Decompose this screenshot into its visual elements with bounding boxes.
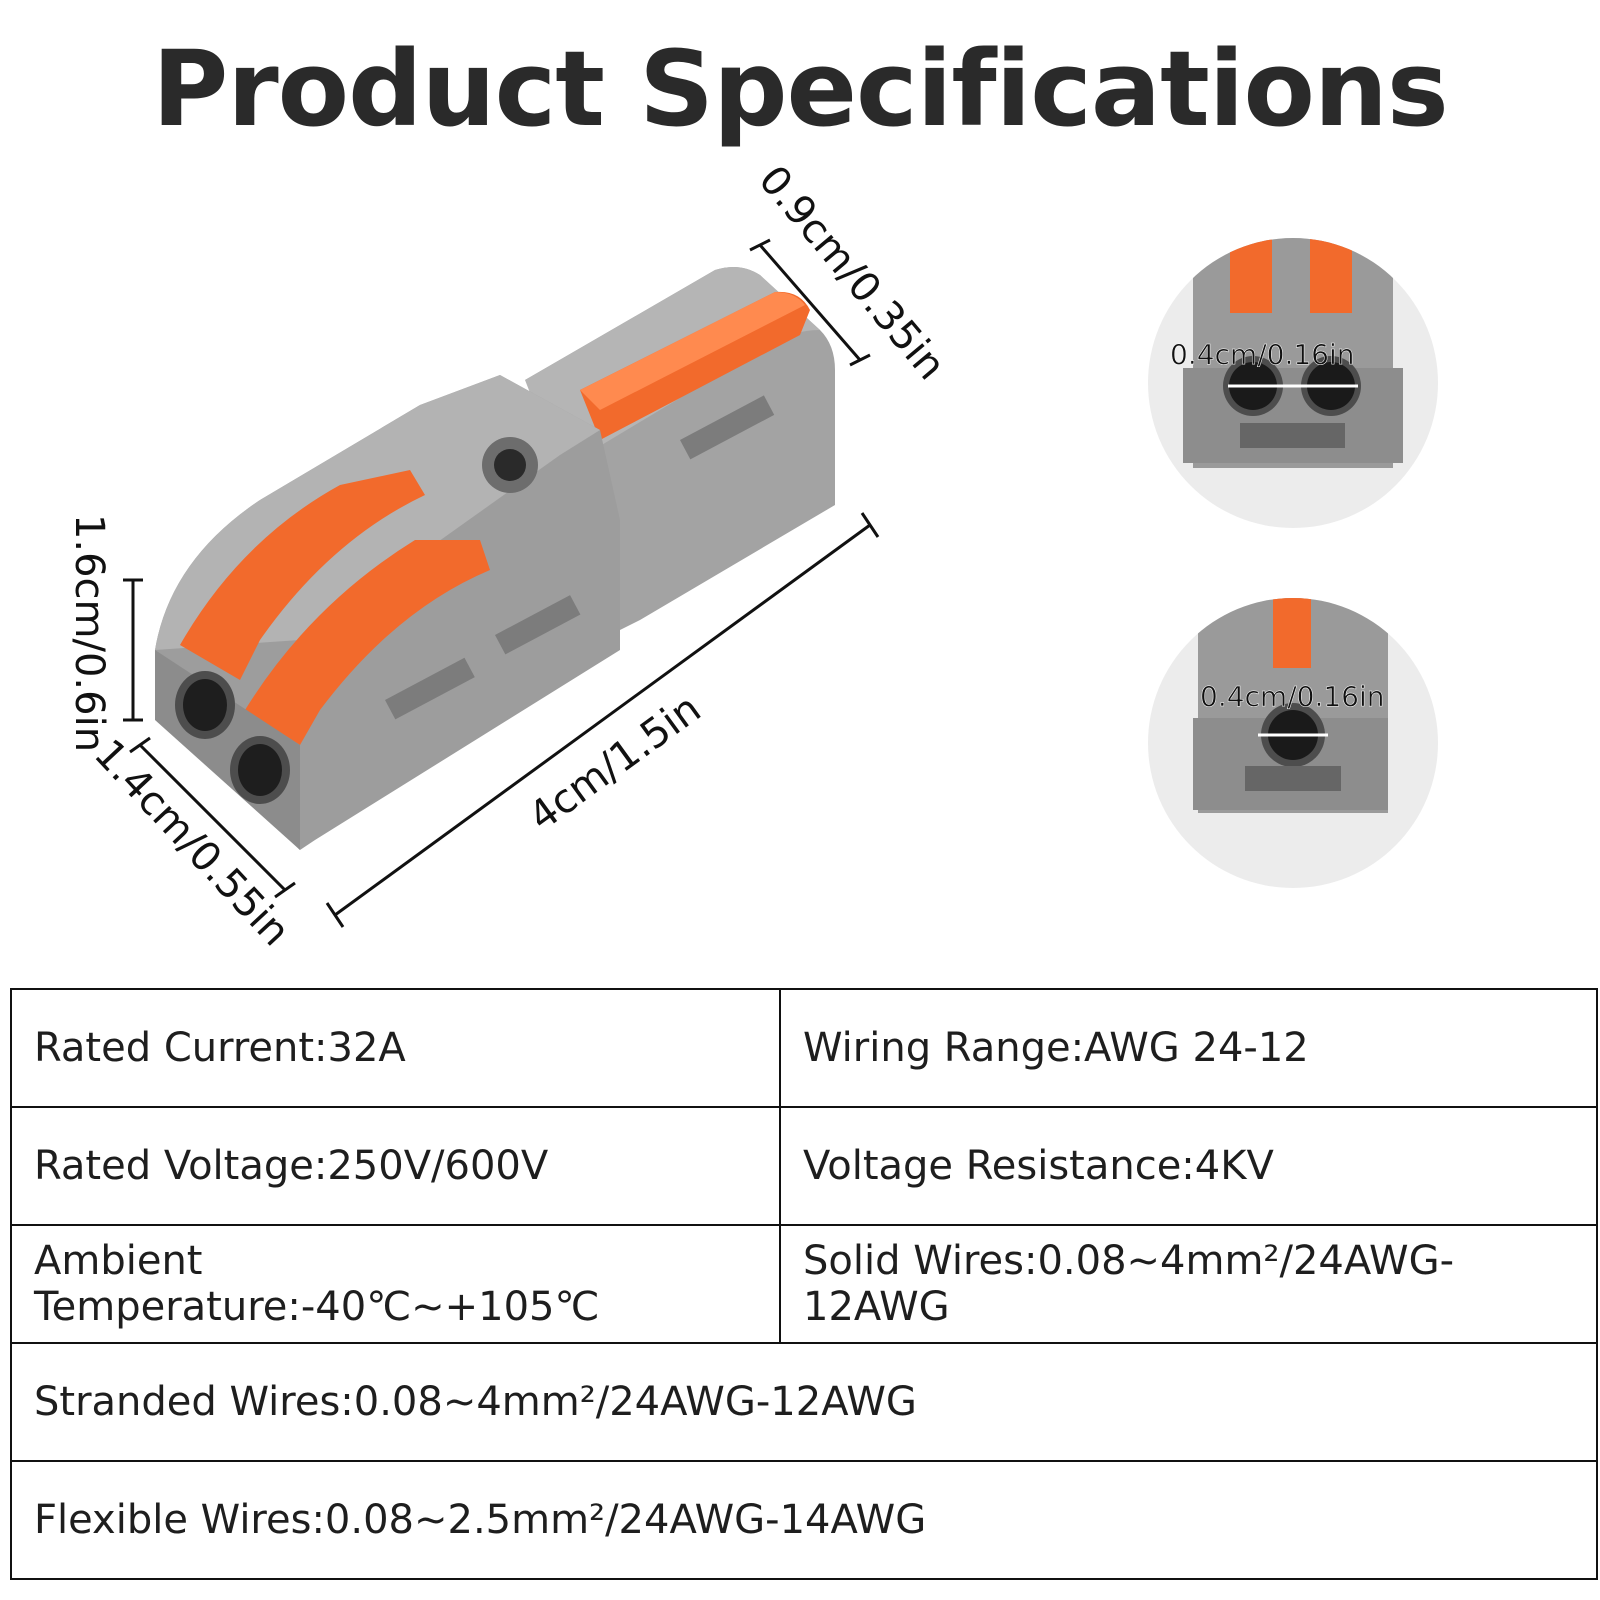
spec-ambient-temperature: Ambient Temperature:-40℃~+105℃ bbox=[10, 1224, 781, 1344]
table-row: Rated Current:32A Wiring Range:AWG 24-12 bbox=[10, 988, 1598, 1108]
table-row: Stranded Wires:0.08~4mm²/24AWG-12AWG bbox=[10, 1342, 1598, 1462]
page-title: Product Specifications bbox=[152, 28, 1449, 150]
table-row: Flexible Wires:0.08~2.5mm²/24AWG-14AWG bbox=[10, 1460, 1598, 1580]
spec-flexible-wires: Flexible Wires:0.08~2.5mm²/24AWG-14AWG bbox=[10, 1460, 1598, 1580]
dimension-height-label: 1.6cm/0.6in bbox=[66, 513, 113, 753]
connector-left-section bbox=[155, 375, 620, 850]
hole-1way-label: 0.4cm/0.16in bbox=[1200, 680, 1385, 714]
detail-circle-2way bbox=[1148, 238, 1438, 528]
connector-1way-front-view bbox=[1193, 598, 1388, 813]
connector-illustration bbox=[123, 238, 880, 928]
spec-solid-wires: Solid Wires:0.08~4mm²/24AWG-12AWG bbox=[779, 1224, 1598, 1344]
spec-voltage-resistance: Voltage Resistance:4KV bbox=[779, 1106, 1598, 1226]
connector-2way-front-view bbox=[1183, 238, 1403, 468]
hole-2way-label: 0.4cm/0.16in bbox=[1170, 338, 1355, 372]
spec-wiring-range: Wiring Range:AWG 24-12 bbox=[779, 988, 1598, 1108]
spec-rated-current: Rated Current:32A bbox=[10, 988, 781, 1108]
table-row: Rated Voltage:250V/600V Voltage Resistan… bbox=[10, 1106, 1598, 1226]
spec-stranded-wires: Stranded Wires:0.08~4mm²/24AWG-12AWG bbox=[10, 1342, 1598, 1462]
spec-rated-voltage: Rated Voltage:250V/600V bbox=[10, 1106, 781, 1226]
specifications-table: Rated Current:32A Wiring Range:AWG 24-12… bbox=[10, 988, 1598, 1580]
detail-circle-1way bbox=[1148, 598, 1438, 888]
table-row: Ambient Temperature:-40℃~+105℃ Solid Wir… bbox=[10, 1224, 1598, 1344]
dimension-lines bbox=[123, 238, 880, 928]
